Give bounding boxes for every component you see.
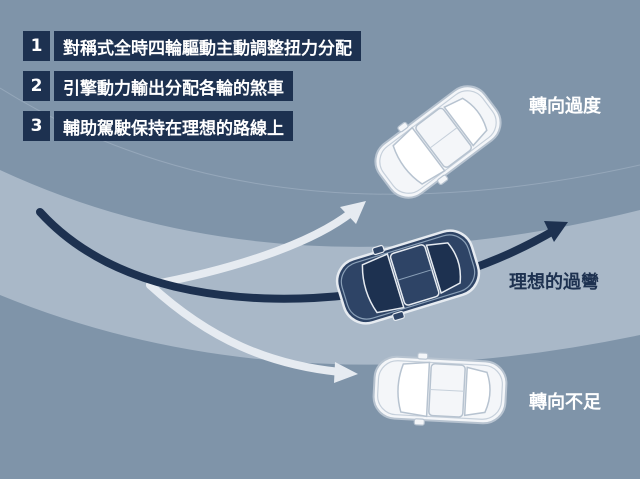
legend-number: 2 — [23, 71, 50, 101]
legend-item-2: 2 引擎動力輸出分配各輪的煞車 — [23, 71, 293, 101]
oversteer-path — [146, 208, 356, 289]
understeer-arrowhead — [334, 362, 358, 383]
lane-band — [0, 170, 640, 365]
ideal-path — [36, 208, 559, 303]
understeer-path — [146, 281, 344, 376]
car-understeer-icon — [371, 349, 509, 431]
legend-text: 引擎動力輸出分配各輪的煞車 — [54, 71, 293, 101]
legend-text: 輔助駕駛保持在理想的路線上 — [54, 111, 293, 141]
legend-item-1: 1 對稱式全時四輪驅動主動調整扭力分配 — [23, 31, 361, 61]
legend-item-3: 3 輔助駕駛保持在理想的路線上 — [23, 111, 293, 141]
understeer-label: 轉向不足 — [529, 392, 601, 413]
ideal-label: 理想的過彎 — [509, 272, 599, 293]
car-ideal-icon — [335, 229, 481, 325]
legend-text: 對稱式全時四輪驅動主動調整扭力分配 — [54, 31, 361, 61]
ideal-arrowhead — [544, 221, 568, 242]
legend-number: 3 — [23, 111, 50, 141]
oversteer-label: 轉向過度 — [529, 96, 601, 117]
oversteer-arrowhead — [340, 201, 366, 224]
legend-number: 1 — [23, 31, 50, 61]
